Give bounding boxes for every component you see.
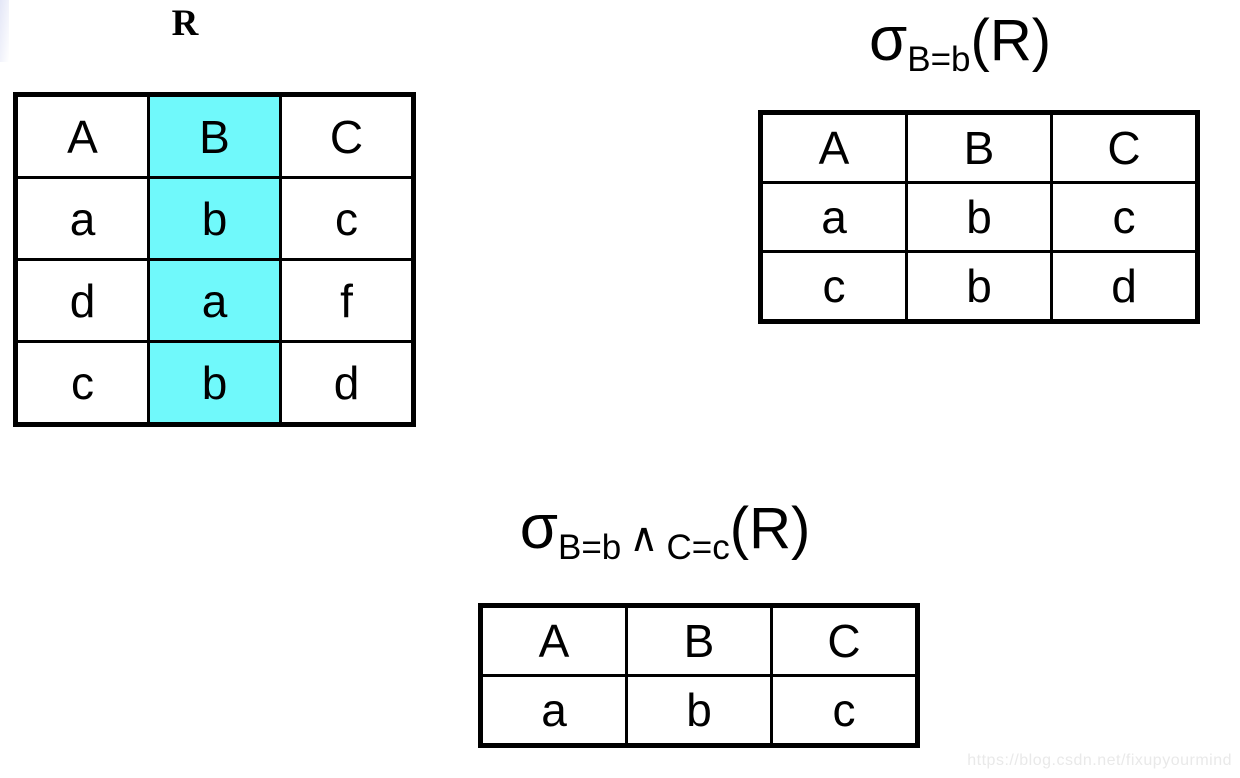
sigma-symbol: σ — [868, 5, 908, 74]
sigma-symbol: σ — [519, 493, 558, 562]
logical-and-symbol: ∧ — [629, 516, 659, 560]
data-cell: c — [14, 340, 150, 426]
table-row: a b c — [759, 181, 1199, 253]
header-cell: A — [14, 93, 150, 179]
header-cell: A — [479, 604, 628, 677]
sigma-subscript-2: C=c — [666, 528, 730, 567]
relation-r-table: A B C a b c d a f c b d — [13, 92, 416, 427]
data-cell-highlighted: a — [147, 258, 282, 343]
table-row: d a f — [14, 258, 415, 343]
header-cell: C — [279, 93, 415, 179]
header-cell-highlighted: B — [147, 93, 282, 179]
data-cell: a — [479, 674, 628, 747]
header-cell: A — [759, 111, 908, 184]
data-cell: d — [14, 258, 150, 343]
header-cell: C — [770, 604, 919, 677]
data-cell: c — [279, 176, 415, 261]
selection-b-formula: σB=b(R) — [810, 0, 1110, 84]
data-cell: d — [279, 340, 415, 426]
data-cell: a — [759, 181, 908, 253]
data-cell: a — [14, 176, 150, 261]
data-cell: b — [905, 181, 1053, 253]
data-cell: c — [770, 674, 919, 747]
data-cell: d — [1050, 250, 1199, 323]
relation-r-title: R — [171, 3, 199, 44]
data-cell: f — [279, 258, 415, 343]
header-cell: C — [1050, 111, 1199, 184]
selection-bc-formula: σB=b∧C=c(R) — [420, 488, 910, 572]
selection-b-table: A B C a b c c b d — [758, 110, 1200, 324]
selection-bc-table: A B C a b c — [478, 603, 920, 748]
data-cell: c — [1050, 181, 1199, 253]
table-row: c b d — [759, 250, 1199, 323]
data-cell: b — [905, 250, 1053, 323]
data-cell-highlighted: b — [147, 340, 282, 426]
data-cell: b — [625, 674, 773, 747]
sigma-argument: (R) — [729, 496, 811, 561]
table-row: A B C — [14, 93, 415, 179]
sigma-subscript-1: B=b — [558, 528, 622, 567]
table-row: c b d — [14, 340, 415, 426]
sigma-subscript: B=b — [907, 40, 971, 79]
data-cell-highlighted: b — [147, 176, 282, 261]
table-row: a b c — [479, 674, 919, 747]
table-row: a b c — [14, 176, 415, 261]
data-cell: c — [759, 250, 908, 323]
watermark-url: https://blog.csdn.net/fixupyourmind — [967, 752, 1232, 769]
header-cell: B — [625, 604, 773, 677]
table-row: A B C — [759, 111, 1199, 184]
sigma-argument: (R) — [970, 8, 1052, 73]
corner-artifact — [0, 0, 9, 62]
table-row: A B C — [479, 604, 919, 677]
header-cell: B — [905, 111, 1053, 184]
